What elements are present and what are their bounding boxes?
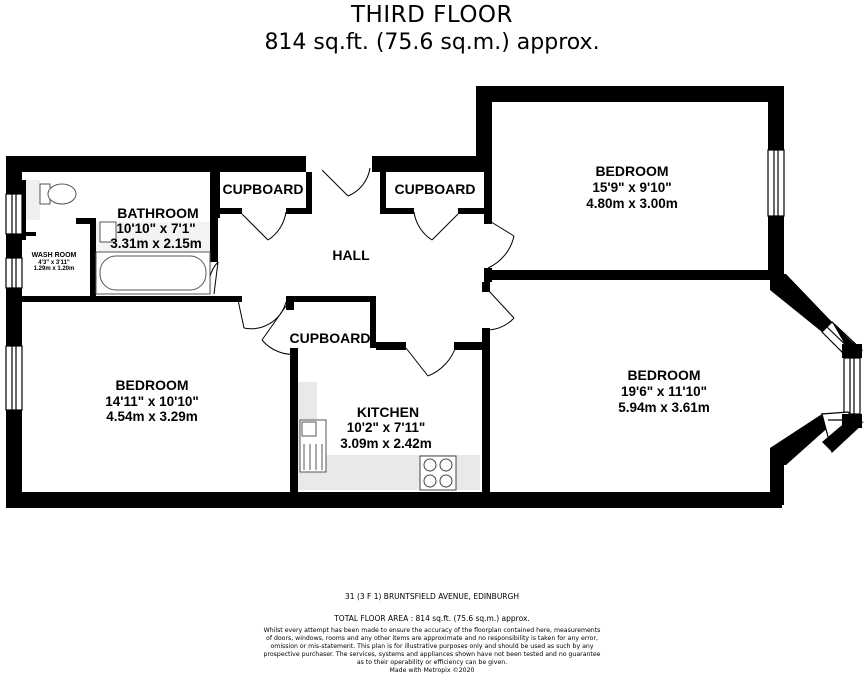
bedroom-right-imperial: 19'6" x 11'10" — [621, 384, 707, 399]
bathtub — [95, 251, 211, 295]
disclaimer: Whilst every attempt has been made to en… — [263, 627, 601, 666]
bedroom-left-metric: 4.54m x 3.29m — [106, 409, 198, 424]
bathroom-imperial: 10'10" x 7'1" — [116, 221, 195, 236]
washbasin — [99, 221, 117, 243]
washroom-name: WASH ROOM — [32, 252, 77, 259]
cupboard-3-name: CUPBOARD — [290, 330, 371, 346]
bedroom-top-right-imperial: 15'9" x 9'10" — [592, 180, 671, 195]
bathroom-name: BATHROOM — [117, 205, 198, 221]
floor-area: 814 sq.ft. (75.6 sq.m.) approx. — [264, 30, 600, 55]
bedroom-top-right-name: BEDROOM — [595, 163, 668, 179]
walls — [6, 86, 832, 508]
washroom-floor — [24, 180, 40, 220]
doors — [208, 167, 515, 377]
floor-plan: BEDROOM 15'9" x 9'10" 4.80m x 3.00m BEDR… — [5, 86, 864, 508]
hall-name: HALL — [332, 247, 370, 263]
toilet — [39, 183, 77, 205]
bedroom-right-name: BEDROOM — [627, 367, 700, 383]
kitchen-sink — [299, 419, 327, 473]
bedroom-left-name: BEDROOM — [115, 377, 188, 393]
kitchen-metric: 3.09m x 2.42m — [340, 436, 432, 451]
bathroom-metric: 3.31m x 2.15m — [110, 236, 202, 251]
cupboard-2-name: CUPBOARD — [395, 181, 476, 197]
address: 31 (3 F 1) BRUNTSFIELD AVENUE, EDINBURGH — [345, 592, 519, 601]
bay-window-frame — [822, 322, 862, 452]
hob — [419, 455, 457, 491]
kitchen-name: KITCHEN — [357, 404, 419, 420]
kitchen-imperial: 10'2" x 7'11" — [347, 420, 426, 435]
floor-title: THIRD FLOOR — [350, 2, 514, 28]
bedroom-top-right-metric: 4.80m x 3.00m — [586, 196, 678, 211]
total-floor-area: TOTAL FLOOR AREA : 814 sq.ft. (75.6 sq.m… — [334, 614, 530, 623]
bedroom-left-imperial: 14'11" x 10'10" — [105, 394, 199, 409]
credit: Made with Metropix ©2020 — [389, 667, 475, 674]
bedroom-right-metric: 5.94m x 3.61m — [618, 400, 710, 415]
washroom-metric: 1.29m x 1.20m — [34, 266, 75, 272]
washroom-imperial: 4'3" x 3'11" — [38, 260, 70, 266]
cupboard-1-name: CUPBOARD — [223, 181, 304, 197]
